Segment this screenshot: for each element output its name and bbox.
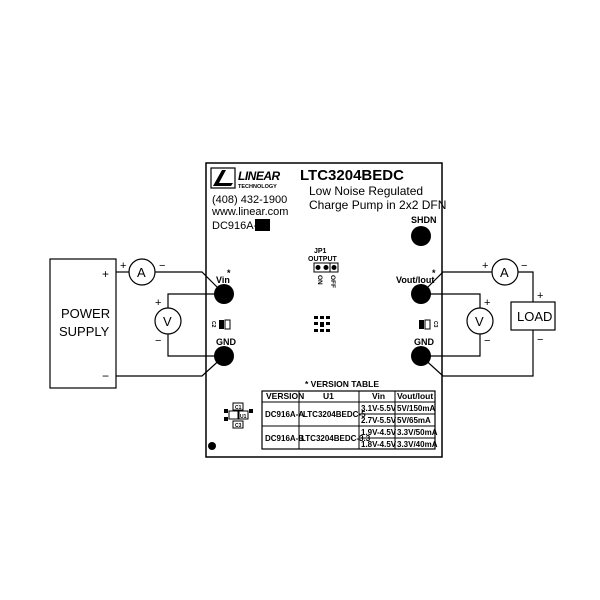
left-voltmeter-minus: − [155, 335, 161, 347]
left-voltmeter-symbol: V [163, 314, 172, 329]
table-cell: 2.7V-5.5V [361, 416, 397, 425]
left-ammeter-symbol: A [137, 265, 146, 280]
linear-logo: LINEAR TECHNOLOGY [210, 167, 281, 190]
right-voltmeter-minus: − [484, 335, 490, 347]
board-phone: (408) 432-1900 [212, 194, 287, 206]
table-cell: LTC3204BEDC-5 [303, 410, 366, 419]
table-cell: 3.3V/40mA [397, 440, 438, 449]
jumper-on-label: ON [316, 275, 323, 285]
power-supply-label-line2: SUPPLY [59, 324, 110, 339]
wire [155, 271, 225, 295]
gnd-right-label: GND [414, 337, 435, 347]
jumper-pin [323, 265, 329, 270]
right-voltmeter-plus: + [484, 297, 490, 309]
description-line2: Charge Pump in 2x2 DFN [309, 198, 446, 212]
right-ammeter-symbol: A [500, 265, 509, 280]
load-box [510, 301, 556, 331]
left-ammeter-minus: − [159, 260, 165, 272]
board-website: www.linear.com [211, 206, 288, 218]
table-cell: 5V/150mA [397, 404, 435, 413]
jumper-off-label: OFF [329, 275, 336, 288]
right-ammeter [491, 258, 519, 286]
component-cluster: C1 U1 C3 [224, 402, 253, 429]
load-label: LOAD [517, 309, 552, 324]
table-cell: 3.3V/50mA [397, 428, 438, 437]
right-ammeter-plus: + [482, 260, 488, 272]
power-supply-box [49, 258, 117, 389]
wire [421, 334, 481, 357]
board-outline [205, 162, 443, 458]
table-header: U1 [323, 391, 334, 401]
right-voltmeter-symbol: V [475, 314, 484, 329]
table-cell: 1.8V-4.5V [361, 440, 397, 449]
shdn-terminal [411, 226, 431, 246]
power-supply-label-line1: POWER [61, 306, 110, 321]
left-ammeter [128, 258, 156, 286]
table-cell: LTC3204BEDC-3.3 [301, 434, 371, 443]
table-cell: DC916A-A [265, 410, 304, 419]
logo-glyph [213, 170, 233, 186]
right-cap-footprint: C3 [419, 319, 438, 330]
load: LOAD + − [510, 290, 556, 346]
u1-footprint [314, 316, 330, 332]
vin-label: Vin [216, 275, 230, 285]
jumper-label: OUTPUT [308, 256, 338, 263]
table-cell: 3.1V-5.5V [361, 404, 397, 413]
board-id: DC916A- [212, 220, 258, 232]
gnd-left-label: GND [216, 337, 237, 347]
left-voltmeter-plus: + [155, 297, 161, 309]
left-voltmeter [154, 307, 182, 335]
jumper-name: JP1 [314, 248, 327, 255]
jumper-shunt [313, 262, 331, 273]
vout-label: Vout/Iout [396, 275, 434, 285]
load-minus: − [537, 334, 543, 346]
board-id-box [255, 219, 270, 231]
table-cell: 1.9V-4.5V [361, 428, 397, 437]
svg-text:C2: C2 [210, 321, 216, 328]
logo-subtext: TECHNOLOGY [238, 184, 277, 190]
right-ammeter-minus: − [521, 260, 527, 272]
part-number: LTC3204BEDC [300, 167, 404, 184]
version-table: * VERSION TABLE VERSION U1 Vin Vout/Iout… [261, 379, 438, 450]
table-cell: DC916A-B [265, 434, 304, 443]
svg-text:C3: C3 [432, 321, 438, 328]
wire [420, 330, 534, 377]
mounting-hole [208, 442, 216, 450]
power-supply-plus: + [102, 267, 109, 281]
left-cap-footprint: C2 [210, 319, 231, 330]
logo-text: LINEAR [238, 169, 281, 183]
svg-text:C3: C3 [235, 423, 242, 429]
right-voltmeter [466, 307, 494, 335]
table-header: Vin [372, 391, 385, 401]
description-line1: Low Noise Regulated [309, 184, 423, 198]
jumper-pin [331, 265, 337, 270]
svg-text:U1: U1 [240, 414, 247, 420]
wire [420, 271, 492, 295]
power-supply: POWER SUPPLY + − [49, 258, 117, 389]
wire [167, 334, 224, 357]
table-cell: 5V/65mA [397, 416, 431, 425]
wire [421, 293, 481, 308]
wire [518, 271, 534, 302]
svg-text:C1: C1 [235, 405, 242, 411]
table-header: Vout/Iout [397, 391, 433, 401]
version-table-title: * VERSION TABLE [305, 379, 379, 389]
vout-star: * [432, 268, 436, 278]
vin-star: * [227, 268, 231, 278]
table-header: VERSION [266, 391, 304, 401]
wire [116, 355, 225, 377]
load-plus: + [537, 290, 543, 302]
shdn-label: SHDN [411, 215, 437, 225]
power-supply-minus: − [102, 369, 109, 383]
left-ammeter-plus: + [120, 260, 126, 272]
wire [167, 293, 224, 308]
jumper-pin [315, 265, 321, 270]
